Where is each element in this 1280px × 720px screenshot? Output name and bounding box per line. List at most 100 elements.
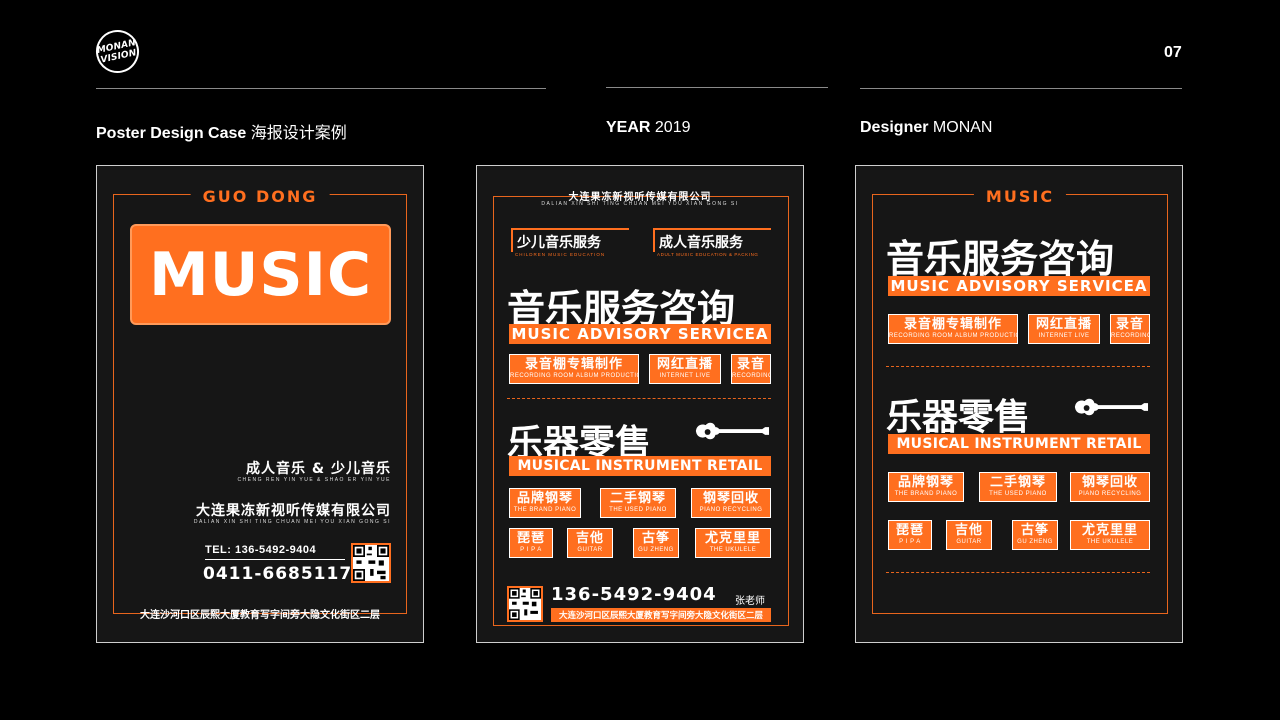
headline-music-advisory: 音乐服务咨询 — [507, 287, 736, 331]
tag-cn: 尤克里里 — [704, 530, 761, 545]
piano-tag-used: 二手钢琴 THE USED PIANO — [600, 488, 676, 518]
piano-tag-recycling: 钢琴回收 PIANO RECYCLING — [1070, 472, 1150, 502]
kids-service-tag: 少儿音乐服务 CHILDREN MUSIC EDUCATION — [511, 228, 629, 257]
tag-en: GU ZHENG — [1017, 539, 1053, 545]
heading-bold: YEAR — [606, 119, 651, 136]
tag-en: RECORDING — [732, 373, 771, 379]
headline-instrument-retail-en: MUSICAL INSTRUMENT RETAIL — [888, 434, 1150, 454]
headline-instrument-retail: 乐器零售 — [886, 397, 1031, 438]
landline-number: 0411-66851177 — [203, 564, 365, 584]
headline-instrument-retail-en: MUSICAL INSTRUMENT RETAIL — [509, 456, 771, 476]
frame-title: GUO DONG — [190, 187, 330, 206]
tag-cn: 录音棚专辑制作 — [903, 316, 1002, 331]
courses-pinyin: CHENG REN YIN YUE & SHAO ER YIN YUE — [237, 477, 391, 483]
courses-text: 成人音乐 & 少儿音乐 — [246, 461, 391, 477]
instrument-tag-guzheng: 古筝 GU ZHENG — [633, 528, 679, 558]
tag-cn: 钢琴回收 — [702, 490, 759, 505]
tag-en: THE UKULELE — [709, 547, 757, 553]
tag-cn: 琵琶 — [895, 522, 924, 537]
instrument-tag-guitar: 吉他 GUITAR — [946, 520, 992, 550]
page-number: 07 — [1164, 44, 1182, 61]
adult-service-title: 成人音乐服务 — [653, 228, 771, 252]
instrument-tag-ukulele: 尤克里里 THE UKULELE — [695, 528, 771, 558]
piano-tag-recycling: 钢琴回收 PIANO RECYCLING — [691, 488, 771, 518]
tag-cn: 录音 — [1115, 316, 1144, 331]
tag-cn: 网红直播 — [1035, 316, 1092, 331]
headline-music-advisory-en: MUSIC ADVISORY SERVICEA — [509, 324, 771, 344]
tag-en: RECORDING ROOM ALBUM PRODUCTION — [889, 333, 1018, 339]
service-tag-internet-live: 网红直播 INTERNET LIVE — [1028, 314, 1100, 344]
dashed-divider — [507, 398, 771, 399]
tag-en: PIANO RECYCLING — [1078, 491, 1142, 497]
tag-cn: 尤克里里 — [1081, 522, 1138, 537]
address-bar: 大连沙河口区辰熙大厦教育写字间旁大隐文化街区二层 — [551, 608, 771, 622]
kids-service-title: 少儿音乐服务 — [511, 228, 629, 252]
tag-en: RECORDING — [1111, 333, 1150, 339]
tag-en: P I P A — [899, 539, 921, 545]
tag-cn: 录音棚专辑制作 — [524, 356, 623, 371]
dashed-divider — [886, 366, 1150, 367]
tag-cn: 品牌钢琴 — [516, 490, 573, 505]
adult-service-text: 成人音乐服务 — [659, 234, 743, 250]
poster-music[interactable]: MUSIC 音乐服务咨询 MUSIC ADVISORY SERVICEA 录音棚… — [855, 165, 1183, 643]
qr-code-graphic — [509, 588, 541, 620]
tag-en: GU ZHENG — [638, 547, 674, 553]
teacher-name: 张老师 — [735, 596, 765, 607]
guitar-icon — [695, 422, 770, 440]
music-title: MUSIC — [149, 239, 372, 310]
kids-service-en: CHILDREN MUSIC EDUCATION — [515, 252, 606, 257]
service-tag-recording-album: 录音棚专辑制作 RECORDING ROOM ALBUM PRODUCTION — [888, 314, 1018, 344]
guitar-icon — [1074, 398, 1149, 416]
tag-cn: 吉他 — [575, 530, 604, 545]
address: 大连沙河口区辰熙大厦教育写字间旁大隐文化街区二层 — [140, 610, 380, 621]
tag-en: THE BRAND PIANO — [894, 491, 958, 497]
poster-music-services[interactable]: 大连果冻新视听传媒有限公司 DALIAN XIN SHI TING CHUAN … — [476, 165, 804, 643]
poster-frame: MUSIC — [872, 187, 1168, 614]
tel-label: TEL: 136-5492-9404 — [205, 544, 317, 556]
tel-underline — [205, 559, 345, 560]
qr-code-graphic — [353, 545, 389, 581]
poster-frame: GUO DONG — [113, 187, 407, 614]
poster-frame — [493, 196, 789, 626]
piano-tag-brand: 品牌钢琴 THE BRAND PIANO — [888, 472, 964, 502]
tag-cn: 琵琶 — [516, 530, 545, 545]
tag-en: GUITAR — [577, 547, 603, 553]
headline-music-advisory: 音乐服务咨询 — [886, 237, 1115, 281]
tag-en: INTERNET LIVE — [659, 373, 711, 379]
company-pinyin: DALIAN XIN SHI TING CHUAN MEI YOU XIAN G… — [193, 519, 391, 525]
divider-col1 — [96, 88, 546, 89]
tag-en: THE BRAND PIANO — [513, 507, 577, 513]
service-tag-recording-album: 录音棚专辑制作 RECORDING ROOM ALBUM PRODUCTION — [509, 354, 639, 384]
tag-cn: 二手钢琴 — [609, 490, 666, 505]
service-tag-recording: 录音 RECORDING — [731, 354, 771, 384]
instrument-tag-guitar: 吉他 GUITAR — [567, 528, 613, 558]
divider-col2 — [606, 87, 828, 88]
poster-guo-dong[interactable]: GUO DONG MUSIC 成人音乐 & 少儿音乐 CHENG REN YIN… — [96, 165, 424, 643]
service-tag-recording: 录音 RECORDING — [1110, 314, 1150, 344]
music-block: MUSIC — [130, 224, 391, 325]
company-pinyin: DALIAN XIN SHI TING CHUAN MEI YOU XIAN G… — [541, 201, 739, 207]
tag-cn: 录音 — [736, 356, 765, 371]
heading-designer: Designer MONAN — [860, 119, 992, 137]
tag-cn: 钢琴回收 — [1081, 474, 1138, 489]
tag-en: P I P A — [520, 547, 542, 553]
tag-cn: 二手钢琴 — [989, 474, 1046, 489]
heading-rest: 2019 — [650, 119, 691, 136]
headline-music-advisory-en: MUSIC ADVISORY SERVICEA — [888, 276, 1150, 296]
phone-number: 136-5492-9404 — [551, 584, 717, 605]
monan-vision-logo: MONAN VISION — [91, 25, 144, 78]
instrument-tag-guzheng: 古筝 GU ZHENG — [1012, 520, 1058, 550]
heading-bold: Designer — [860, 119, 929, 136]
adult-service-tag: 成人音乐服务 ADULT MUSIC EDUCATION & PACKING — [653, 228, 771, 257]
heading-rest: 海报设计案例 — [246, 125, 347, 142]
qr-code — [507, 586, 543, 622]
piano-tag-used: 二手钢琴 THE USED PIANO — [979, 472, 1057, 502]
instrument-tag-ukulele: 尤克里里 THE UKULELE — [1070, 520, 1150, 550]
heading-poster-design-case: Poster Design Case 海报设计案例 — [96, 119, 347, 143]
tag-en: THE USED PIANO — [989, 491, 1047, 497]
qr-code — [351, 543, 391, 583]
divider-col3 — [860, 88, 1182, 89]
service-tag-internet-live: 网红直播 INTERNET LIVE — [649, 354, 721, 384]
tag-cn: 品牌钢琴 — [897, 474, 954, 489]
tag-en: PIANO RECYCLING — [699, 507, 763, 513]
